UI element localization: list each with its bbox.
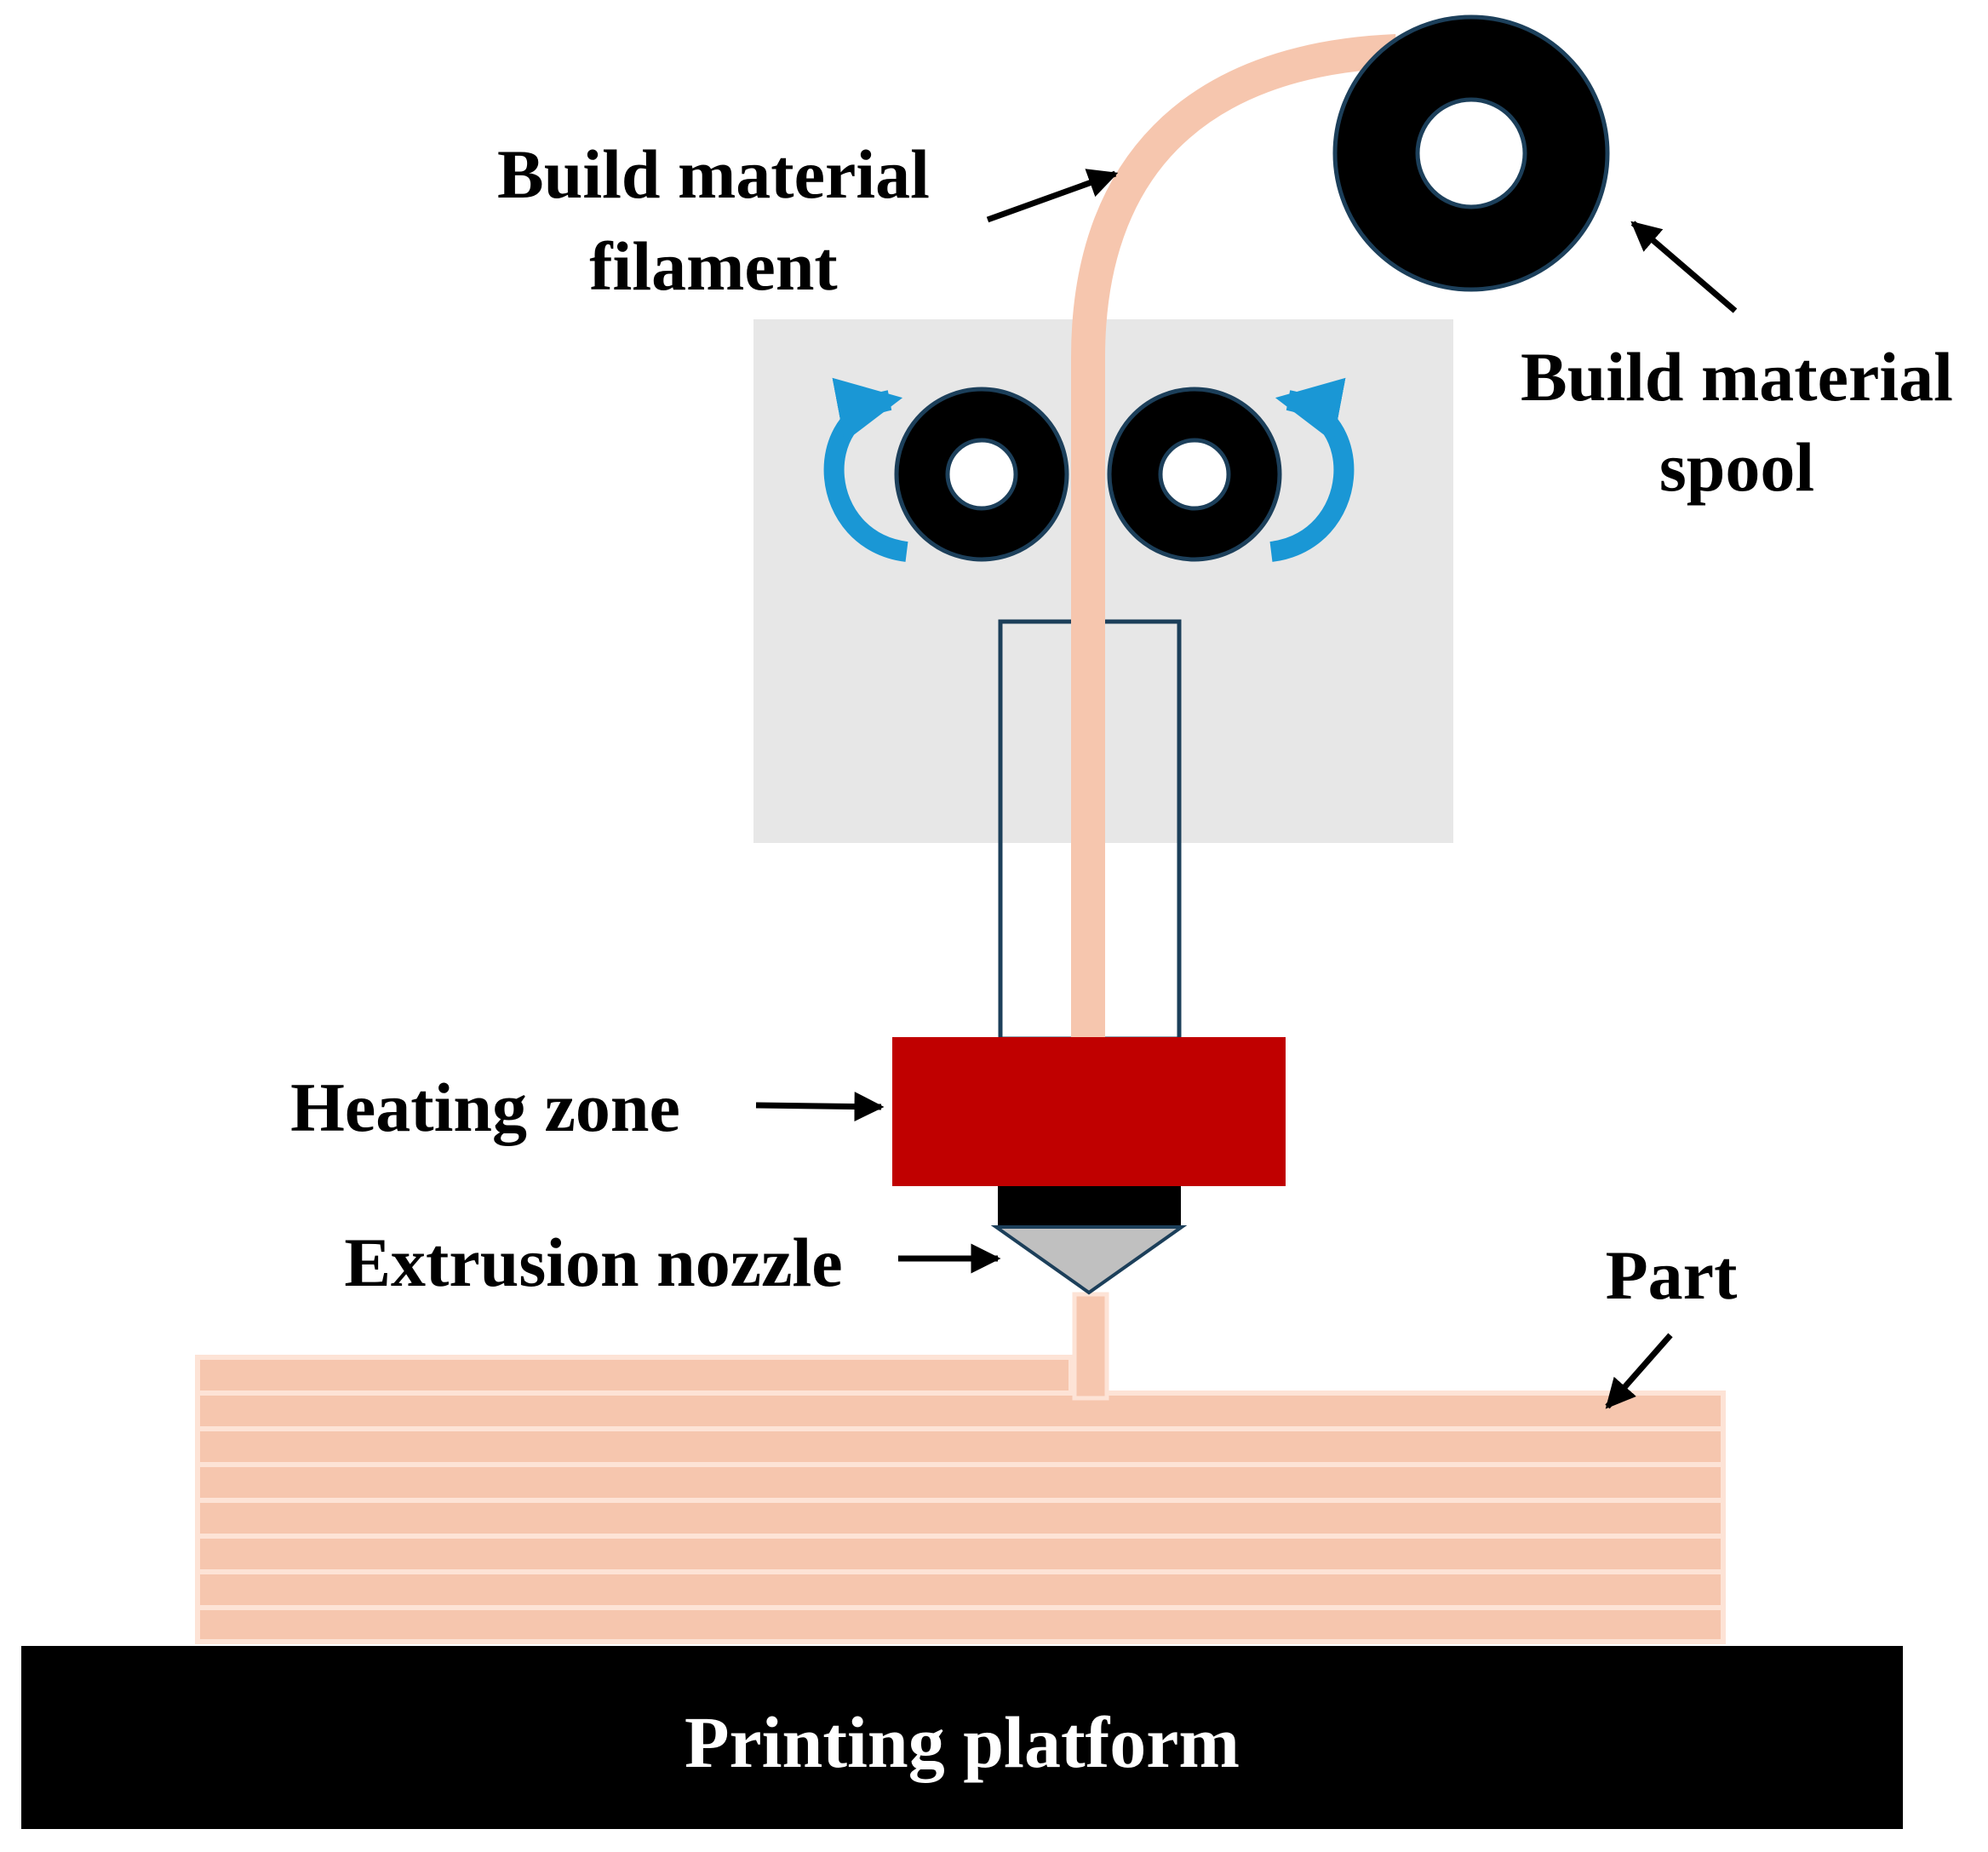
extrusion-nozzle-label: Extrusion nozzle — [344, 1224, 842, 1301]
filament-callout-arrow — [986, 169, 1119, 223]
right-drive-roller — [1107, 387, 1282, 562]
part-label: Part — [1606, 1236, 1738, 1314]
filament-label-line2: filament — [589, 227, 837, 305]
curved-arrow-clockwise-icon — [823, 377, 909, 562]
spool-label-line1: Build material — [1521, 338, 1953, 416]
extrusion-nozzle — [990, 1186, 1188, 1295]
spool-label-line2: spool — [1659, 428, 1814, 506]
printing-platform-label: Printing platform — [685, 1701, 1240, 1783]
curved-arrow-counterclockwise-icon — [1269, 377, 1355, 562]
heating-zone-callout-arrow — [755, 1092, 885, 1122]
spool-callout-arrow — [1630, 221, 1738, 313]
printing-platform: Printing platform — [21, 1646, 1903, 1829]
heating-zone-label: Heating zone — [290, 1069, 680, 1146]
printed-part — [195, 1292, 1726, 1644]
part-callout-arrow — [1605, 1333, 1673, 1409]
filament — [1071, 34, 1397, 1041]
left-drive-roller — [894, 387, 1069, 562]
build-material-spool — [1332, 14, 1610, 292]
filament-label-line1: Build material — [497, 135, 930, 213]
heating-zone-block — [892, 1037, 1286, 1186]
